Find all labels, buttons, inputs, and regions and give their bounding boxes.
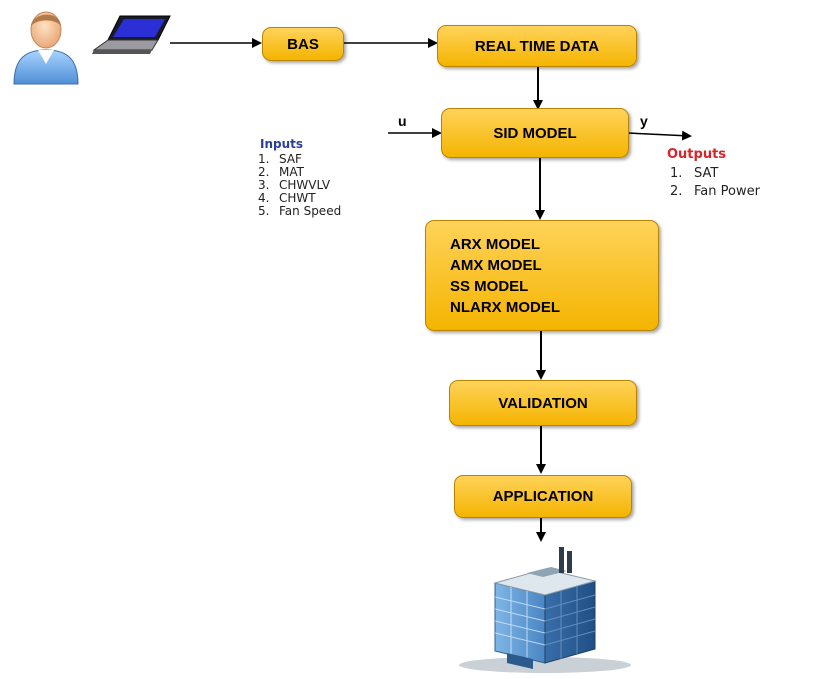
- user-icon: [13, 11, 79, 85]
- outputs-list: 1.SAT 2.Fan Power: [670, 165, 760, 201]
- bas-box: BAS: [262, 27, 344, 61]
- list-item: 4.CHWT: [258, 191, 316, 205]
- arrow-y-output: [627, 130, 692, 141]
- list-item: 1.SAT: [670, 166, 719, 181]
- application-box: APPLICATION: [454, 475, 632, 518]
- laptop-icon: [92, 15, 171, 54]
- validation-label: VALIDATION: [498, 394, 588, 412]
- sid-model-box: SID MODEL: [441, 108, 629, 158]
- real-time-data-box: REAL TIME DATA: [437, 25, 637, 67]
- application-label: APPLICATION: [492, 488, 594, 505]
- inputs-list: 1.SAF 2.MAT 3.CHWVLV 4.CHWT 5.Fan Speed: [258, 153, 341, 218]
- model-ss: SS MODEL: [450, 277, 529, 295]
- list-item: 2.Fan Power: [670, 184, 760, 199]
- input-symbol-u: u: [398, 113, 407, 129]
- list-item: 3.CHWVLV: [258, 178, 331, 192]
- output-symbol-y: y: [640, 113, 648, 129]
- inputs-title: Inputs: [260, 137, 304, 151]
- model-nlarx: NLARX MODEL: [450, 298, 560, 316]
- outputs-title: Outputs: [667, 147, 727, 162]
- list-item: 5.Fan Speed: [258, 204, 342, 218]
- building-icon: [459, 547, 631, 673]
- list-item: 2.MAT: [258, 165, 304, 179]
- list-item: 1.SAF: [258, 152, 302, 166]
- real-time-data-label: REAL TIME DATA: [474, 37, 600, 55]
- sid-model-label: SID MODEL: [493, 124, 577, 142]
- model-amx: AMX MODEL: [450, 256, 542, 274]
- model-types-box: ARX MODEL AMX MODEL SS MODEL NLARX MODEL: [425, 220, 659, 331]
- bas-label: BAS: [287, 35, 319, 53]
- validation-box: VALIDATION: [449, 380, 637, 426]
- model-arx: ARX MODEL: [450, 235, 540, 253]
